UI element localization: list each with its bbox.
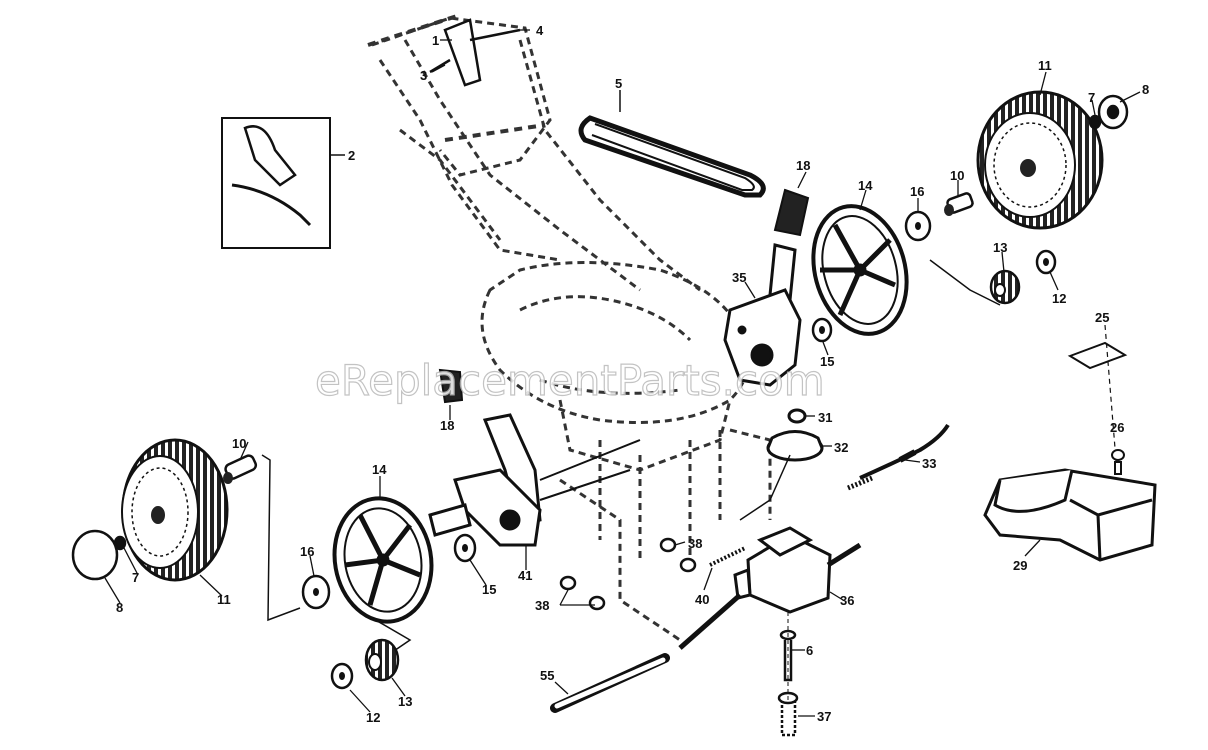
washer-left: [301, 574, 331, 610]
callout-32: 32: [834, 440, 848, 455]
axle-line-left: [539, 439, 641, 501]
adjuster-knob-left: [438, 368, 464, 404]
callout-labels: 1 2 3 4 5 11 8 7 18 14 16 10 13 12 35 15…: [116, 23, 1149, 725]
rear-wheel-left: [121, 438, 229, 582]
drive-pulley-cap: [766, 408, 824, 462]
hubcap-right: [1088, 94, 1129, 130]
callout-4: 4: [536, 23, 544, 38]
callout-55: 55: [540, 668, 554, 683]
callout-11-right: 11: [1038, 58, 1052, 73]
callout-6: 6: [806, 643, 813, 658]
callout-14-right: 14: [858, 178, 873, 193]
watermark: eReplacementParts.com: [315, 356, 825, 405]
bushing-right: [944, 192, 974, 216]
axle-rod-55: [550, 653, 670, 713]
hubcap-left: [71, 529, 127, 581]
height-adjuster-right: [723, 243, 802, 387]
bushing-left: [223, 454, 258, 484]
callout-10-right: 10: [950, 168, 964, 183]
label-25: [1067, 341, 1128, 370]
mower-body-outline: [371, 16, 772, 642]
height-adjuster-left: [428, 413, 542, 547]
callout-38-upper: 38: [688, 536, 702, 551]
link-line-left: [261, 454, 301, 622]
callout-16-right: 16: [910, 184, 924, 199]
rear-wheel-right: [976, 90, 1104, 230]
callout-15-right: 15: [820, 354, 834, 369]
callout-41: 41: [518, 568, 532, 583]
callout-13-left: 13: [398, 694, 412, 709]
callout-18-right: 18: [796, 158, 810, 173]
callout-25: 25: [1095, 310, 1109, 325]
callout-12-right: 12: [1052, 291, 1066, 306]
callout-31: 31: [818, 410, 832, 425]
callout-29: 29: [1013, 558, 1027, 573]
fastener-26: [1111, 449, 1125, 475]
gear-right: [989, 269, 1021, 305]
callout-7-right: 7: [1088, 90, 1095, 105]
callout-11-left: 11: [217, 592, 231, 607]
callout-13-right: 13: [993, 240, 1007, 255]
spacer-15-right: [811, 317, 833, 343]
control-cable: [847, 423, 950, 491]
adjuster-knob-right: [773, 188, 810, 237]
callout-26: 26: [1110, 420, 1124, 435]
handle-grip-dashes: [367, 13, 546, 142]
callout-3: 3: [420, 68, 427, 83]
inset-box-part-2: [221, 117, 345, 249]
callout-8-left: 8: [116, 600, 123, 615]
callout-10-left: 10: [232, 436, 246, 451]
callout-8-right: 8: [1142, 82, 1149, 97]
callout-33: 33: [922, 456, 936, 471]
callout-38-lower: 38: [535, 598, 549, 613]
link-line-right: [929, 259, 1001, 306]
callout-2: 2: [348, 148, 355, 163]
callout-36: 36: [840, 593, 854, 608]
leader-31-32: [739, 454, 791, 521]
callout-7-left: 7: [132, 570, 139, 585]
control-lever: [429, 18, 521, 87]
callout-1: 1: [432, 33, 439, 48]
gear-left: [364, 638, 400, 682]
wheel-rim-right: [811, 204, 909, 336]
callout-12-left: 12: [366, 710, 380, 725]
callout-37: 37: [817, 709, 831, 724]
retainer-right: [1035, 249, 1057, 275]
wheel-rim-left: [332, 496, 434, 624]
callout-16-left: 16: [300, 544, 314, 559]
callout-15-left: 15: [482, 582, 496, 597]
nuts-38: [559, 537, 697, 611]
callout-14-left: 14: [372, 462, 387, 477]
rear-chute-29: [983, 468, 1157, 562]
washer-right: [904, 210, 932, 242]
callout-5: 5: [615, 76, 622, 91]
retainer-left: [330, 662, 354, 690]
transmission: [678, 526, 862, 650]
drive-belt: [578, 90, 766, 198]
spacer-15-left: [453, 533, 477, 563]
callout-35: 35: [732, 270, 746, 285]
callout-18-left: 18: [440, 418, 454, 433]
bolt-6: [779, 629, 797, 682]
leader-lines: [104, 29, 1141, 717]
callout-40: 40: [695, 592, 709, 607]
spring-40: [709, 546, 746, 567]
